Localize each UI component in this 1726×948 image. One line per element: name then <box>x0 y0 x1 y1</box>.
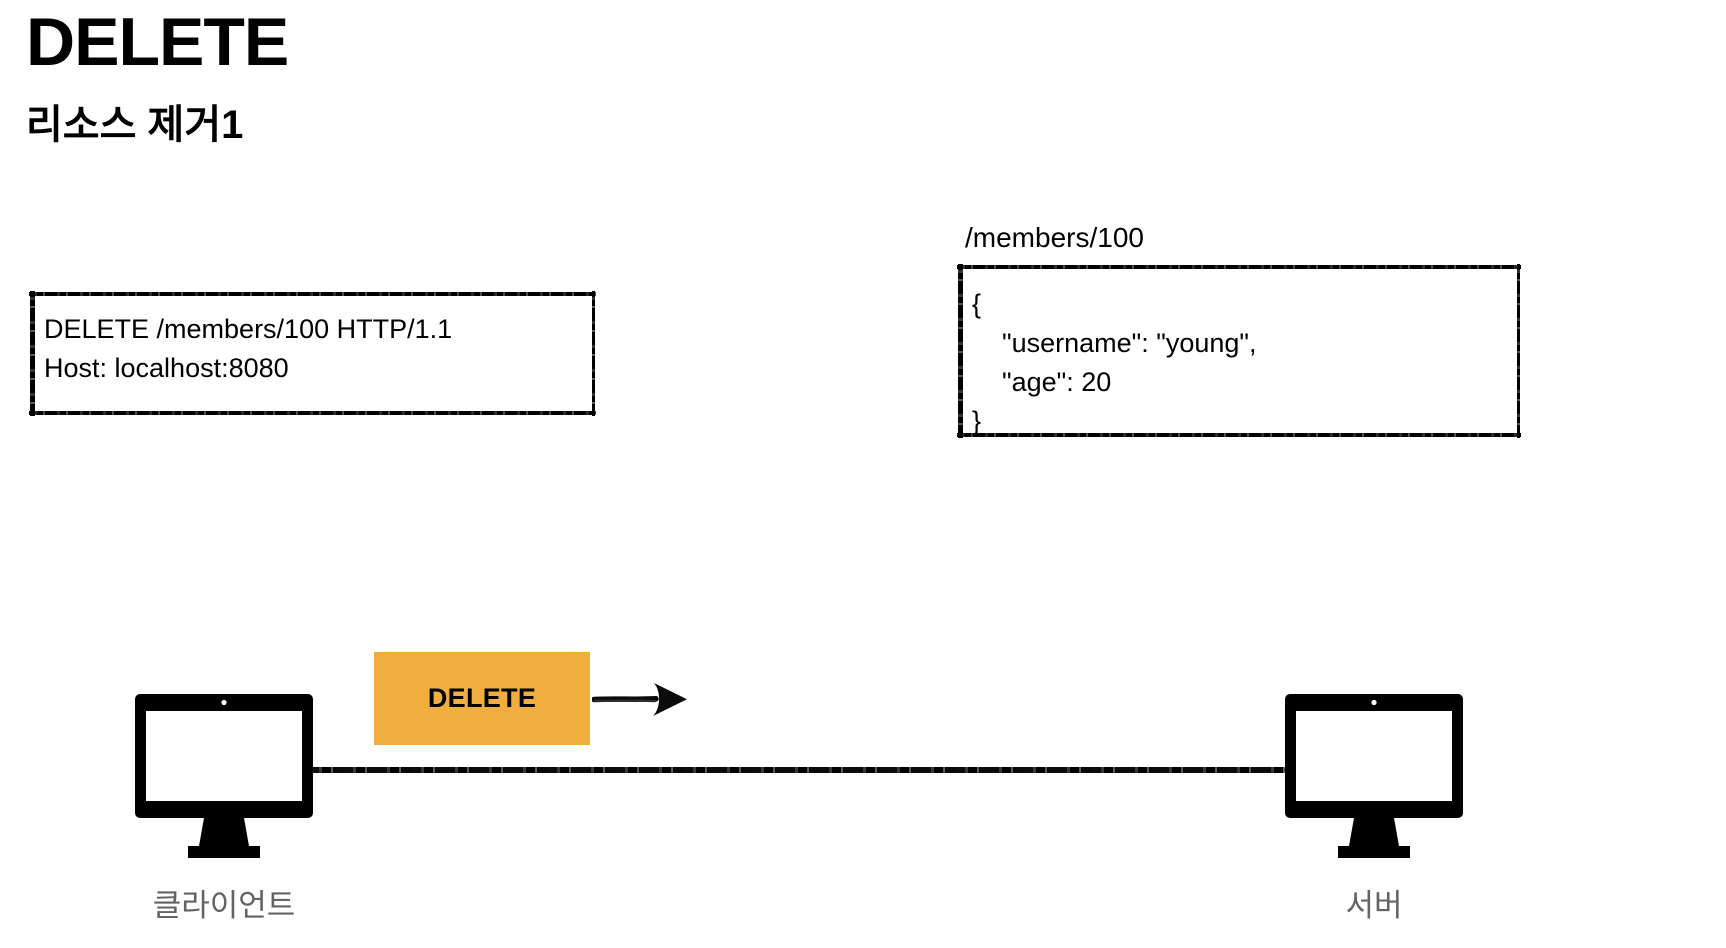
method-badge-delete: DELETE <box>374 652 590 745</box>
server-label: 서버 <box>1345 888 1403 923</box>
resource-json-box: { "username": "young", "age": 20 } <box>957 264 1521 438</box>
box-border-right <box>592 291 595 416</box>
monitor-icon <box>1285 694 1463 858</box>
resource-path-label: /members/100 <box>965 222 1144 253</box>
box-border-right <box>1517 264 1520 438</box>
box-border-bottom <box>957 433 1521 437</box>
monitor-icon <box>135 694 313 858</box>
method-badge-label: DELETE <box>427 683 537 713</box>
page-subtitle: 리소스 제거1 <box>26 103 244 147</box>
request-message-text: DELETE /members/100 HTTP/1.1 Host: local… <box>44 314 453 383</box>
box-border-bottom <box>29 411 596 415</box>
request-arrow-icon <box>592 683 687 716</box>
request-message-box: DELETE /members/100 HTTP/1.1 Host: local… <box>29 291 596 416</box>
box-border-left <box>958 264 963 438</box>
box-border-top <box>957 265 1521 269</box>
resource-json-text: { "username": "young", "age": 20 } <box>972 289 1257 436</box>
page-title: DELETE <box>26 4 289 80</box>
client-server-connection-line <box>310 767 1310 773</box>
box-border-top <box>29 292 596 296</box>
box-border-left <box>30 291 35 416</box>
client-label: 클라이언트 <box>152 888 296 923</box>
